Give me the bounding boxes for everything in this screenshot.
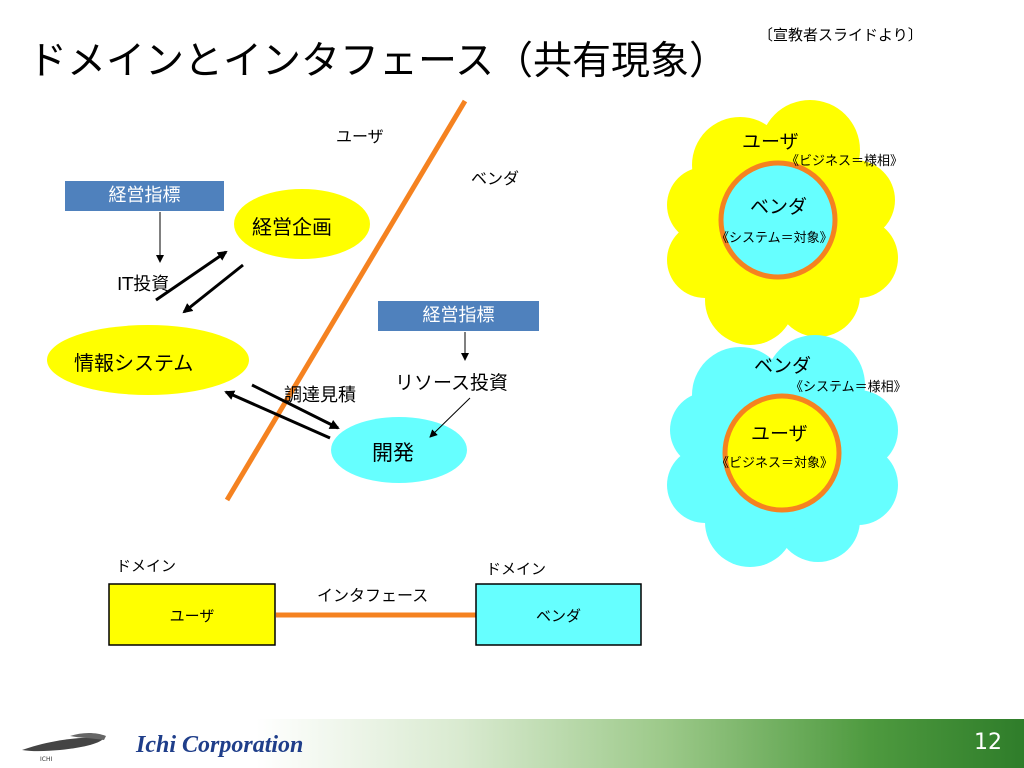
domain-right-label: ドメイン [486,560,547,578]
development-label: 開発 [372,441,414,465]
vendor-domain-box [475,583,642,646]
rb-outer-note: 《システム＝様相》 [790,380,907,395]
domain-boundary-line [224,99,468,502]
page-number: 12 [974,730,1002,755]
vendor-box-label: ベンダ [535,607,581,625]
info-system-ellipse [47,325,249,395]
it-invest-arrow-down [182,263,244,314]
kpi-box-left: 経営指標 [65,181,224,211]
user-inner-circle [722,393,842,513]
kpi-box-right: 経営指標 [378,301,539,331]
company-name: Ichi Corporation [136,732,304,758]
it-investment-label: IT投資 [117,274,170,295]
procure-arrow-left [224,390,331,440]
logo-text: ICHI [40,756,53,763]
rt-inner-label: ベンダ [750,196,808,218]
vendor-inner-circle [718,160,838,280]
footer-bar [0,719,1024,768]
user-box-label: ユーザ [169,607,215,625]
rt-outer-note: 《ビジネス＝様相》 [786,154,904,169]
source-note: 〔宣教者スライドより〕 [758,26,923,44]
it-invest-arrow-up [155,250,228,302]
rt-outer-label: ユーザ [742,131,799,153]
planning-label: 経営企画 [252,215,332,239]
side-user-label: ユーザ [336,127,384,146]
side-vendor-label: ベンダ [471,169,520,188]
resource-investment-label: リソース投資 [395,372,509,394]
company-logo-icon [22,733,106,752]
rb-outer-label: ベンダ [754,355,812,377]
user-domain-box [108,583,276,646]
procure-arrow-right [251,383,340,430]
interface-label: インタフェース [317,586,429,605]
procurement-label: 調達見積 [284,385,356,406]
rb-inner-note: 《ビジネス＝対象》 [716,456,834,471]
domain-left-label: ドメイン [116,557,177,575]
info-system-label: 情報システム [74,351,194,375]
rt-inner-note: 《システム＝対象》 [716,231,833,246]
planning-ellipse [234,189,370,259]
rb-inner-label: ユーザ [751,423,808,445]
page-title: ドメインとインタフェース（共有現象） [28,39,729,84]
resource-arrow [429,397,471,438]
